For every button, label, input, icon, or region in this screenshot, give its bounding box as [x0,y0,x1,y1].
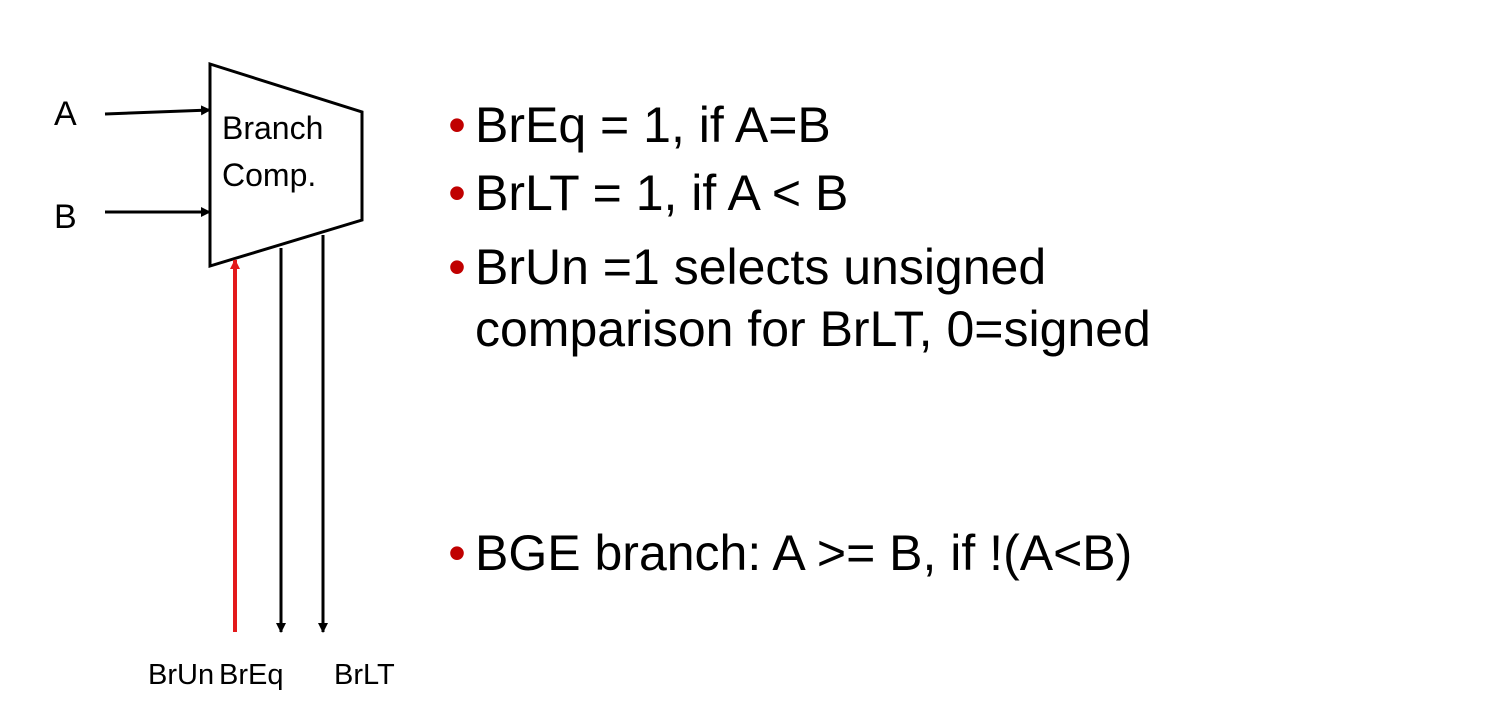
input-label-b: B [54,198,77,236]
bullet-text: BGE branch: A >= B, if !(A<B) [475,525,1133,581]
bullet-brlt: • BrLT = 1, if A < B [445,162,848,224]
branch-comparator-diagram: Branch Comp. A B BrUn BrEq BrLT [54,61,395,691]
bullet-marker: • [448,525,466,581]
bullet-list: • BrEq = 1, if A=B • BrLT = 1, if A < B … [445,0,1500,716]
bullet-marker: • [448,97,466,153]
input-arrow-a [104,105,211,116]
bullet-text: BrEq = 1, if A=B [475,97,831,153]
bullet-text-continued: comparison for BrLT, 0=signed [475,301,1151,357]
branch-comparator-block [208,61,364,269]
block-label-comp: Comp. [222,157,316,193]
input-label-a: A [54,95,77,133]
signal-label-brun: BrUn [148,659,214,691]
bullet-brun: • BrUn =1 selects unsigned comparison fo… [445,236,1151,360]
bullet-marker: • [448,165,466,221]
bullet-breq: • BrEq = 1, if A=B [445,94,831,156]
bullet-bge: • BGE branch: A >= B, if !(A<B) [445,522,1132,584]
signal-label-brlt: BrLT [334,659,395,691]
signal-label-breq: BrEq [219,659,283,691]
bullet-text: BrLT = 1, if A < B [475,165,849,221]
block-label-branch: Branch [222,110,323,146]
bullet-text: BrUn =1 selects unsigned [475,239,1047,295]
bullet-marker: • [448,239,466,295]
